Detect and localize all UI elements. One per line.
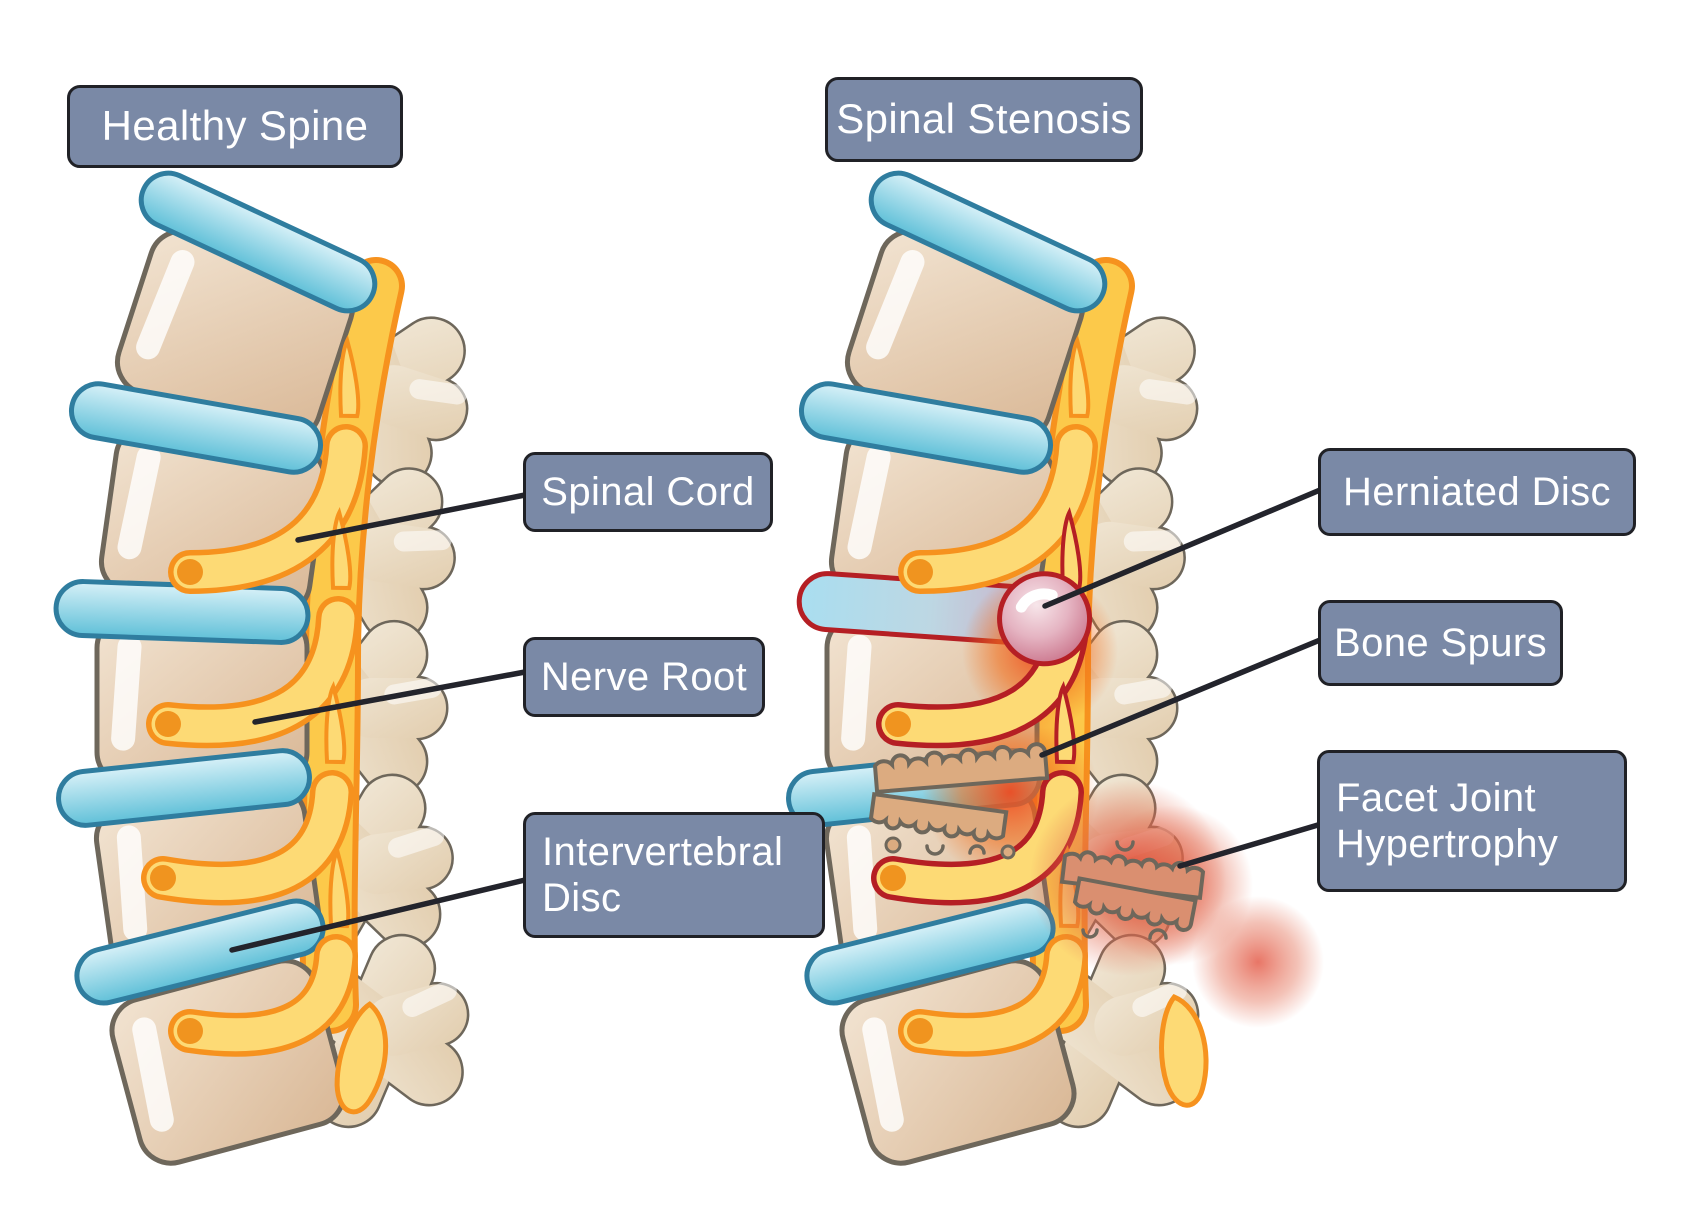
intervertebral-disc: [868, 170, 1108, 314]
nerve-root-tip-dot: [907, 559, 933, 585]
label-herniated-disc: Herniated Disc: [1318, 448, 1636, 536]
leader-line: [1039, 637, 1323, 758]
leader-lines: [229, 487, 1331, 953]
facet-joint-hypertrophy-area: [1030, 780, 1226, 976]
healthy-spine-drawing: [53, 170, 470, 1166]
intervertebral-disc: [74, 898, 326, 1006]
nerve-root-tip-dot: [880, 865, 906, 891]
intervertebral-disc: [799, 381, 1053, 475]
nerve-root-tip-dot: [885, 711, 911, 737]
spinous-ligament-tip: [1159, 994, 1209, 1108]
nerve-root: [898, 335, 1098, 594]
label-bone-spurs: Bone Spurs: [1318, 600, 1563, 686]
intervertebral-disc: [69, 381, 323, 475]
spinous-ligament-tip: [334, 1001, 389, 1115]
inflamed-bone-tint: [1192, 896, 1324, 1028]
leader-line: [295, 492, 528, 543]
spinal-stenosis-title: Spinal Stenosis: [825, 77, 1143, 162]
leader-line: [252, 669, 528, 725]
leader-line: [1042, 487, 1323, 609]
label-intervertebral-disc: Intervertebral Disc: [523, 812, 825, 938]
nerve-root: [141, 681, 354, 906]
leader-line: [1177, 819, 1331, 869]
healthy-spine-title: Healthy Spine: [67, 85, 403, 168]
nerve-root-tip-dot: [155, 711, 181, 737]
nerve-root-tip-dot: [177, 1018, 203, 1044]
leader-line: [229, 877, 528, 953]
stenosis-pathology: [868, 571, 1226, 976]
bone-spur-crumbs: [868, 742, 1050, 860]
nerve-root-tip-dot: [177, 559, 203, 585]
intervertebral-disc: [56, 748, 312, 828]
intervertebral-disc: [138, 170, 378, 314]
stenosis-spine-drawing: [786, 170, 1324, 1166]
label-facet-joint-hypertrophy: Facet Joint Hypertrophy: [1317, 750, 1627, 892]
label-spinal-cord: Spinal Cord: [523, 452, 773, 532]
nerve-root-tip-dot: [907, 1018, 933, 1044]
nerve-root-tip-dot: [150, 865, 176, 891]
label-nerve-root: Nerve Root: [523, 637, 765, 717]
nerve-root: [168, 845, 358, 1057]
